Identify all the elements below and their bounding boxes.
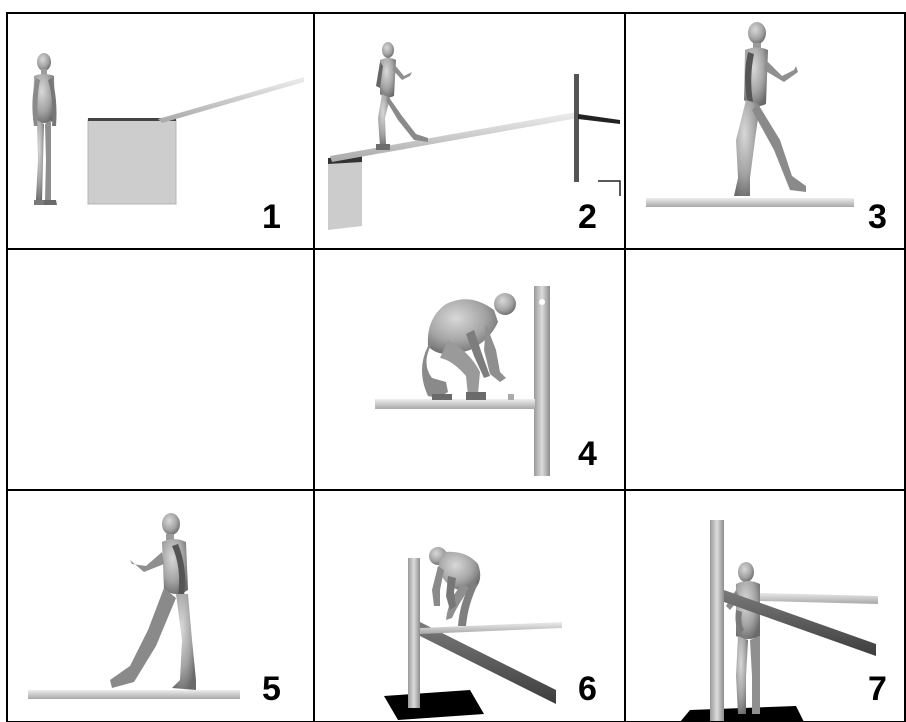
vertical-post — [574, 74, 579, 182]
panel-3: 3 — [646, 22, 887, 236]
panel-label: 5 — [262, 670, 281, 708]
vertical-post — [534, 286, 550, 476]
inclined-beam — [158, 77, 304, 123]
box — [328, 160, 362, 230]
beam — [28, 690, 240, 699]
human-figure-walking — [376, 42, 428, 150]
panel-2: 2 — [328, 42, 620, 236]
human-figure-standing — [726, 562, 760, 714]
box — [88, 120, 176, 204]
panel-4: 4 — [375, 286, 597, 476]
panel-1: 1 — [32, 53, 304, 236]
vertical-post — [408, 558, 420, 708]
human-figure-climbing — [429, 547, 480, 626]
beam — [646, 198, 854, 207]
panel-label: 1 — [262, 198, 281, 236]
vertical-post — [710, 520, 724, 722]
human-figure-standing — [32, 53, 57, 205]
panel-label: 2 — [578, 198, 597, 236]
beam — [375, 399, 535, 409]
panel-label: 7 — [868, 670, 887, 708]
human-figure-walking — [110, 513, 196, 690]
light-beam — [420, 622, 562, 634]
panel-label: 4 — [578, 435, 597, 473]
panel-5: 5 — [28, 513, 281, 708]
dark-beam — [420, 622, 556, 704]
panel-label: 6 — [578, 670, 597, 708]
panel-label: 3 — [868, 198, 887, 236]
floor-base — [384, 690, 484, 720]
inclined-beam — [330, 112, 578, 162]
panel-6: 6 — [384, 547, 597, 720]
panel-7: 7 — [680, 520, 887, 722]
human-figure-crouching — [422, 293, 516, 400]
human-figure-walking — [734, 22, 806, 196]
